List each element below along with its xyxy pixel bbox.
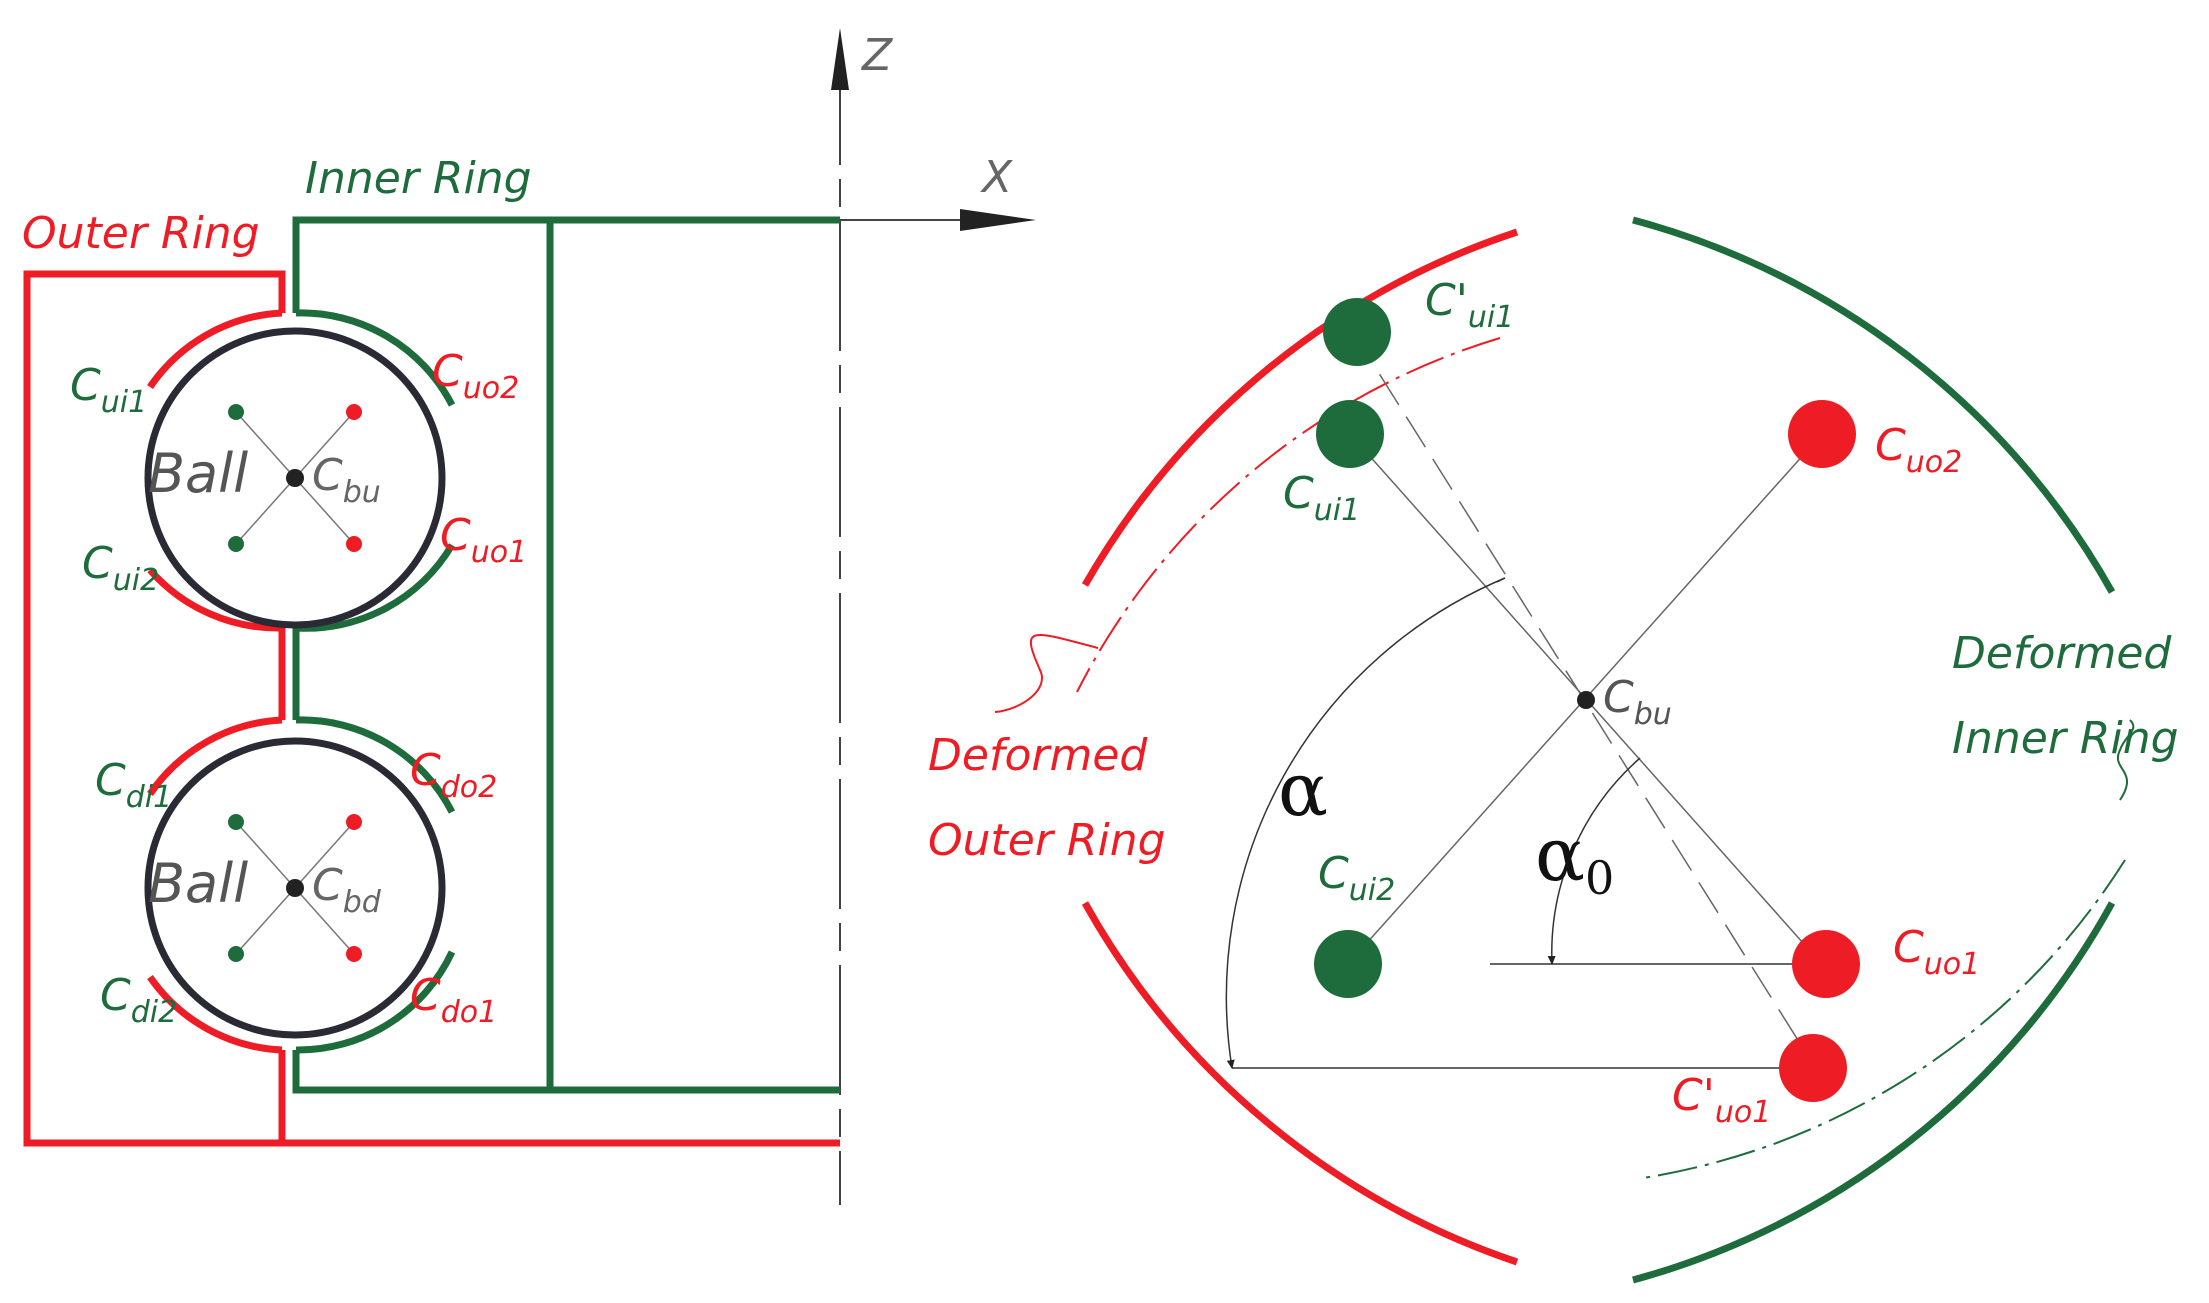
label-c-di2: Cdi2 [100,970,177,1030]
inner-ring-label: Inner Ring [305,153,532,204]
lower-ball-label: Ball [148,852,248,915]
point-c-di2 [228,946,244,962]
alpha0-arc [1547,757,1641,965]
z-axis-label: Z [861,30,893,81]
upper-ball [144,327,446,629]
label-c-ui1-right: Cui1 [1283,468,1360,528]
deformed-outer-label-line1: Deformed [928,730,1148,781]
label-c-bu-right: Cbu [1603,672,1672,732]
alpha-arc [1225,577,1506,1069]
point-c-uo1-right [1792,930,1860,998]
point-c-do2 [346,814,362,830]
label-c-prime-uo1: C'uo1 [1672,1070,1771,1130]
label-c-uo2-right: Cuo2 [1875,420,1962,480]
point-c-bu-right [1577,691,1595,709]
deformed-outer-label-line2: Outer Ring [928,815,1166,866]
point-c-di1 [228,814,244,830]
label-c-do2: Cdo2 [410,745,497,805]
point-c-bu [286,469,304,487]
label-c-ui2: Cui2 [82,538,159,598]
point-c-do1 [346,946,362,962]
alpha-arc-head [1496,577,1506,583]
point-c-prime-uo1 [1779,1034,1847,1102]
label-c-uo1: Cuo1 [440,510,527,570]
label-c-ui1: Cui1 [70,360,147,420]
label-c-uo1-right: Cuo1 [1893,922,1980,982]
inner-ring-section [292,216,840,1094]
label-c-do1: Cdo1 [410,970,497,1030]
deformed-inner-label-line2: Inner Ring [1952,713,2179,764]
outer-leader [994,633,1099,713]
x-axis [838,209,1036,231]
label-c-bu: Cbu [312,450,381,510]
label-c-ui2-right: Cui2 [1318,848,1395,908]
outer-ring-label: Outer Ring [22,208,260,259]
deformed-outer-dashdot [1076,337,1501,693]
point-c-prime-ui1 [1323,298,1391,366]
label-c-prime-ui1: C'ui1 [1425,275,1514,335]
label-c-di1: Cdi1 [95,755,172,815]
z-axis [831,28,849,1205]
alpha-label: α [1278,747,1328,833]
point-c-uo1 [346,536,362,552]
point-c-uo2 [346,404,362,420]
label-c-uo2: Cuo2 [432,346,519,406]
x-axis-label: X [980,152,1013,203]
point-c-uo2-right [1788,400,1856,468]
alpha0-label: α0 [1535,812,1614,905]
point-c-ui1 [228,404,244,420]
point-c-ui2-right [1314,930,1382,998]
lower-ball [144,737,446,1039]
deformed-outer-ring-arcs [1081,228,1519,1266]
label-c-bd: Cbd [312,860,382,920]
deformed-inner-ring-arcs [1632,216,2116,1284]
deformed-inner-label-line1: Deformed [1952,628,2172,679]
point-c-ui2 [228,536,244,552]
inner-leader [2117,719,2135,801]
deformed-inner-dashdot [1642,859,2126,1179]
point-c-bd [286,879,304,897]
point-c-ui1-right [1316,400,1384,468]
outer-ring-section [23,270,840,1147]
upper-ball-label: Ball [148,442,248,505]
